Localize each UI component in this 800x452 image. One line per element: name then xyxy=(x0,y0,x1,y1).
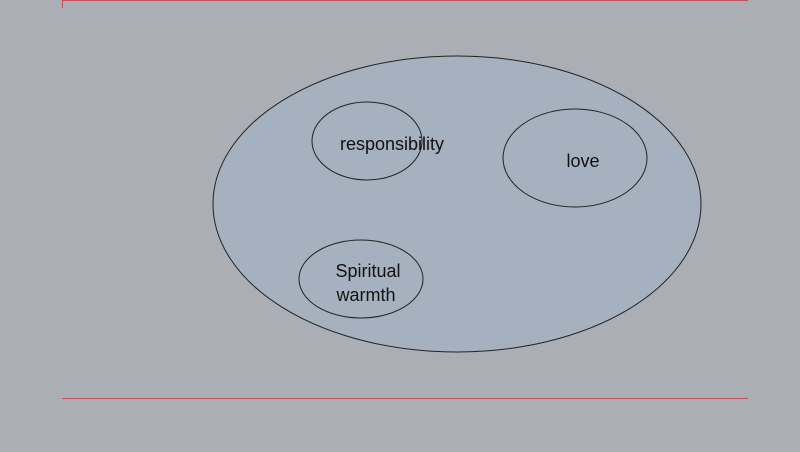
concept-label-spiritual-warmth-line1: Spiritual xyxy=(335,261,400,281)
concept-ellipse-love xyxy=(502,108,648,208)
concept-label-responsibility: responsibility xyxy=(340,134,444,154)
concept-ellipse-spiritual-warmth xyxy=(298,239,424,319)
bottom-rule xyxy=(62,398,748,399)
concept-ellipse-responsibility xyxy=(311,101,423,181)
top-rule-tick xyxy=(62,0,63,8)
outer-ellipse xyxy=(212,55,702,353)
concept-label-spiritual-warmth-line2: warmth xyxy=(335,285,395,305)
top-rule xyxy=(62,0,748,1)
concept-label-love: love xyxy=(566,151,599,171)
